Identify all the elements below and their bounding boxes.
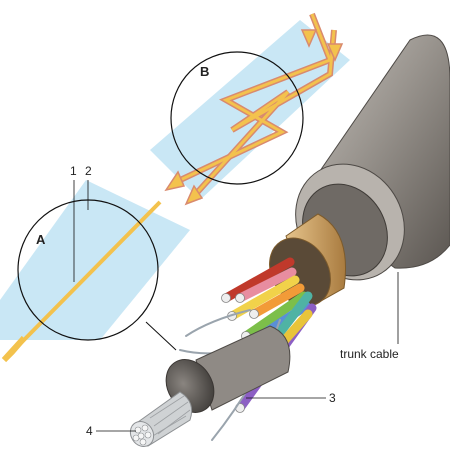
part-3-label: 3 xyxy=(329,391,336,405)
fiber-red xyxy=(221,257,295,303)
fiber-yellow xyxy=(227,275,300,321)
glass-band-b xyxy=(150,20,350,200)
light-path-b2-arrowhead xyxy=(184,184,204,206)
light-path-b-arrowhead xyxy=(164,170,186,192)
part-4-label: 4 xyxy=(86,424,93,438)
inset-b-label: B xyxy=(200,64,210,79)
light-path-b2 xyxy=(192,29,336,198)
light-ray-a-arrowhead xyxy=(1,335,27,363)
inset-a xyxy=(0,180,190,363)
fiber-end xyxy=(249,309,259,319)
inset-b-circle xyxy=(170,51,304,185)
fiber-orange xyxy=(249,283,305,319)
fiber-green xyxy=(241,291,309,341)
trunk-cable-label: trunk cable xyxy=(340,347,399,361)
inset-a-label: A xyxy=(36,232,46,247)
light-in-arrowhead xyxy=(300,29,318,48)
light-path-b xyxy=(175,13,332,184)
fiber-end xyxy=(221,293,231,303)
light-in-arrowhead-2 xyxy=(326,43,344,62)
central-core xyxy=(129,325,291,447)
part-1-label: 1 xyxy=(70,164,77,178)
fiber-end xyxy=(235,293,245,303)
loose-fiber xyxy=(185,309,251,337)
inset-a-leader xyxy=(145,321,177,351)
trunk-cable xyxy=(269,34,450,307)
inset-b xyxy=(150,12,350,206)
part-2-label: 2 xyxy=(85,164,92,178)
core-sheath xyxy=(195,325,291,411)
fiber-pink xyxy=(235,267,297,303)
